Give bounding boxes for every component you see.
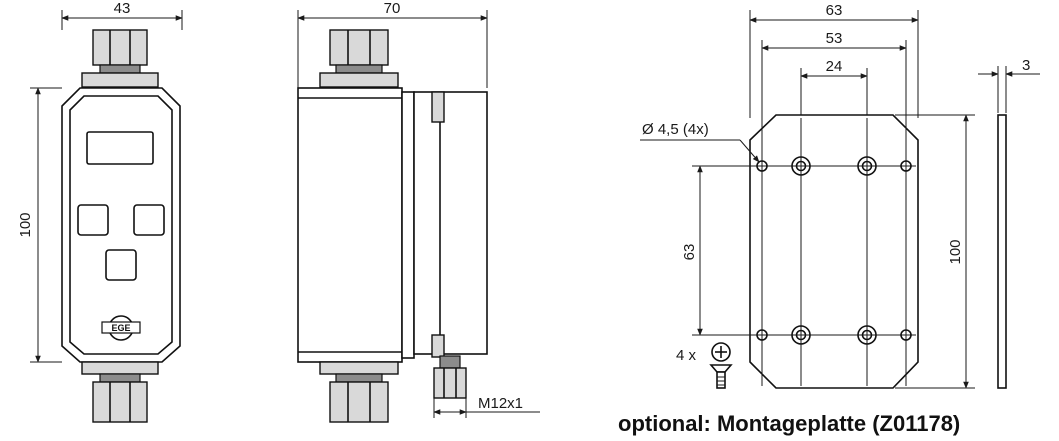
screw-count-label: 4 x [676,347,697,364]
ege-logo-icon: EGE [101,315,141,341]
front-height-label: 100 [17,212,34,237]
plate-outer-width-label: 63 [826,2,843,19]
side-view: 70 M12x1 [297,0,540,423]
thread-label: M12x1 [478,395,523,412]
plate-height-label: 100 [947,239,964,264]
hole-spacing-label: 63 [681,244,698,261]
screw-icon [709,342,733,389]
plate-caption: optional: Montageplatte (Z01178) [618,411,960,436]
plate-inner-width-label: 24 [826,58,843,75]
plate-mid-width-label: 53 [826,30,843,47]
front-view: 43 100 EGE [17,0,183,423]
mounting-plate-view: 63 53 24 Ø 4,5 (4x) [618,2,1040,436]
hole-label: Ø 4,5 (4x) [642,121,709,138]
front-width-label: 43 [114,0,131,17]
side-width-label: 70 [384,0,401,17]
ege-logo-text: EGE [111,323,130,333]
plate-thickness-label: 3 [1022,57,1030,74]
